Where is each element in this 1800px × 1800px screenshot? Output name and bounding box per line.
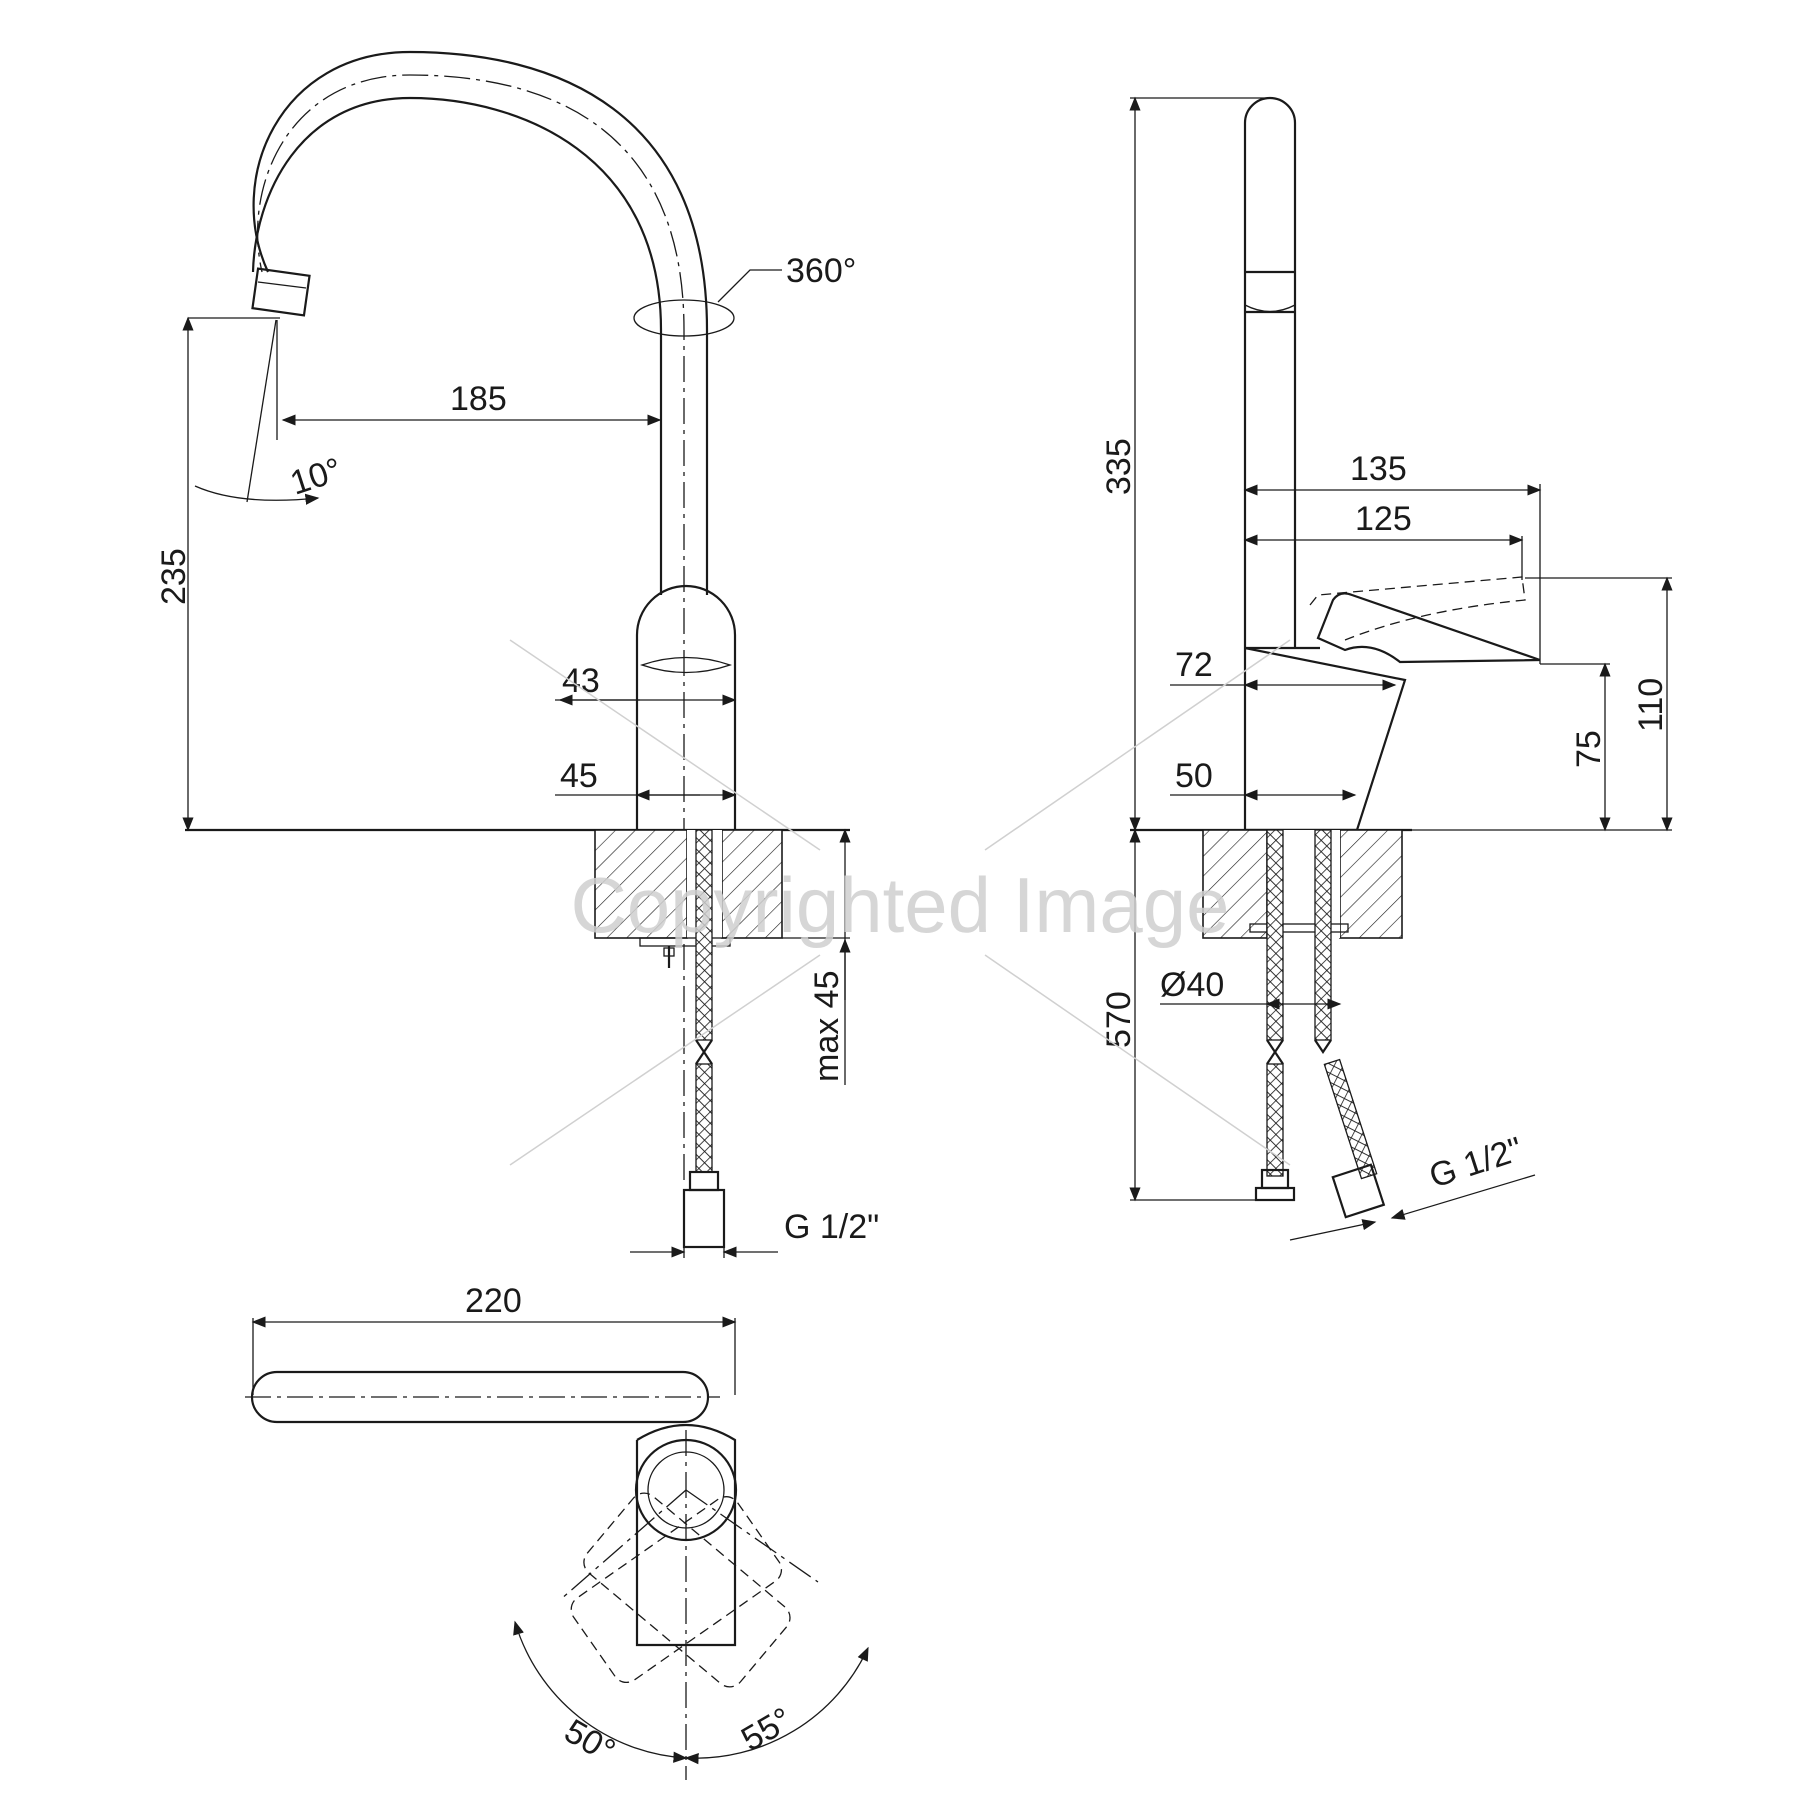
body-width-upper-label: 43 bbox=[562, 662, 600, 700]
side-g12-right bbox=[1390, 1174, 1536, 1220]
lever-right-position bbox=[570, 1496, 783, 1684]
top-right-axis bbox=[685, 1489, 819, 1583]
side-g12-left bbox=[1289, 1219, 1377, 1241]
side-body bbox=[1243, 646, 1407, 832]
spout-angle-label: 10° bbox=[286, 451, 347, 503]
side-connection-label: G 1/2" bbox=[1425, 1130, 1527, 1196]
watermark-line bbox=[984, 954, 1291, 1166]
left-angle-arc bbox=[513, 1620, 688, 1763]
hose-nut bbox=[688, 1170, 720, 1192]
total-height-label: 335 bbox=[1100, 438, 1138, 495]
hose-length-label: 570 bbox=[1100, 991, 1138, 1048]
spout-height-label: 235 bbox=[155, 548, 193, 605]
top-view: 220 50° 55° bbox=[245, 1282, 869, 1780]
hose-upper bbox=[695, 829, 713, 1041]
side-aerator-curve bbox=[1244, 304, 1296, 313]
lever-angle-right-label: 55° bbox=[735, 1700, 799, 1759]
rotation-ellipse bbox=[633, 299, 735, 337]
side-hose-a-lower bbox=[1266, 1063, 1284, 1177]
top-body bbox=[635, 1424, 737, 1647]
lever-offset-lower-label: 50 bbox=[1175, 757, 1213, 795]
fixing-nut bbox=[663, 947, 675, 957]
watermark: Copyrighted Image bbox=[509, 639, 1291, 1166]
lever-height-high-label: 110 bbox=[1632, 678, 1670, 732]
spout-reach-label: 185 bbox=[450, 380, 507, 418]
spout-outer-line bbox=[251, 96, 663, 595]
side-fixing-plate bbox=[1249, 923, 1349, 933]
side-hose-b-lower bbox=[1323, 1058, 1378, 1180]
side-hose-b-upper bbox=[1314, 829, 1332, 1041]
mounting-hole-label: Ø40 bbox=[1160, 966, 1224, 1004]
side-countertop-left bbox=[1202, 829, 1268, 939]
side-hose-a-upper bbox=[1266, 829, 1284, 1041]
hose-connector bbox=[682, 1188, 726, 1249]
spray-line-a bbox=[246, 319, 277, 503]
watermark-text: Copyrighted Image bbox=[570, 861, 1229, 949]
lever-open bbox=[1309, 576, 1526, 641]
body-width-lower-label: 45 bbox=[560, 757, 598, 795]
side-hose-a-break-b bbox=[1266, 1050, 1284, 1065]
side-hose-b-connector bbox=[1331, 1163, 1386, 1219]
rotation-leader bbox=[717, 269, 782, 303]
side-hose-a-connector bbox=[1254, 1186, 1296, 1202]
top-left-axis bbox=[559, 1489, 687, 1601]
countertop-left bbox=[594, 829, 688, 939]
spout-inner-line bbox=[252, 50, 709, 595]
watermark-line bbox=[984, 639, 1291, 851]
aerator bbox=[251, 267, 311, 317]
side-view: 335 135 125 72 50 75 110 bbox=[1100, 96, 1673, 1241]
front-view: 360° 185 10° 235 43 45 bbox=[155, 50, 879, 1258]
angle-arc bbox=[194, 485, 320, 505]
front-connection-label: G 1/2" bbox=[784, 1208, 879, 1246]
spout-center-line bbox=[256, 74, 685, 1180]
lever-angle-left-label: 50° bbox=[558, 1712, 622, 1771]
lever-left-position bbox=[583, 1492, 791, 1688]
watermark-line bbox=[509, 639, 821, 851]
lever-reach-max-label: 135 bbox=[1350, 450, 1407, 488]
lever-reach-label: 125 bbox=[1355, 500, 1412, 538]
side-countertop-right bbox=[1339, 829, 1403, 939]
lever-closed bbox=[1316, 592, 1541, 664]
body-band bbox=[639, 656, 733, 674]
side-hose-b-break bbox=[1314, 1039, 1332, 1054]
watermark-line bbox=[509, 954, 821, 1166]
countertop-right bbox=[721, 829, 783, 939]
side-column bbox=[1243, 96, 1297, 648]
spout-length-label: 220 bbox=[465, 1282, 522, 1320]
right-angle-arc bbox=[684, 1646, 869, 1765]
lever-height-low-label: 75 bbox=[1570, 730, 1608, 768]
faucet-body bbox=[635, 584, 737, 830]
max-deck-thickness-label: max 45 bbox=[808, 971, 846, 1083]
hose-break-b bbox=[695, 1050, 713, 1065]
fixing-plate bbox=[639, 937, 731, 947]
top-spout bbox=[250, 1370, 710, 1424]
rotation-label: 360° bbox=[786, 252, 856, 290]
lever-offset-upper-label: 72 bbox=[1175, 646, 1213, 684]
hose-lower bbox=[695, 1063, 713, 1173]
aerator-line bbox=[257, 281, 307, 289]
